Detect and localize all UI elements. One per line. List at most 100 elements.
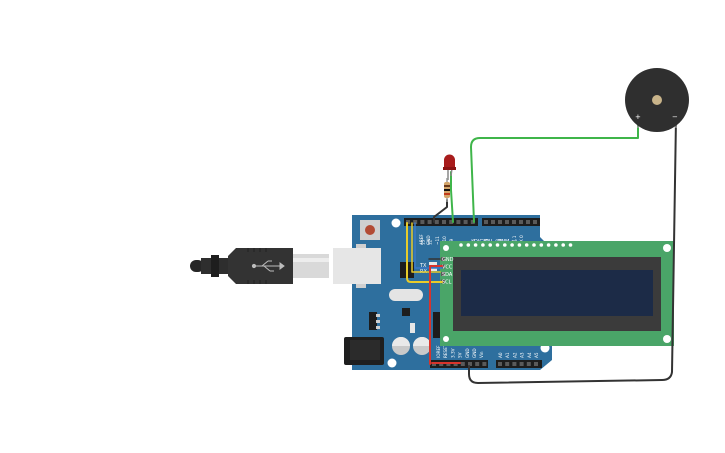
lcd-parallel-pin-9 xyxy=(524,243,529,247)
analog-pin-4[interactable] xyxy=(526,362,531,366)
wires[interactable] xyxy=(406,116,677,384)
wire-red-5v xyxy=(429,265,443,365)
lcd-parallel-pin-0 xyxy=(459,243,463,247)
power-pin-label-5: GND xyxy=(472,348,477,358)
analog-pin-label-1: A1 xyxy=(505,352,510,358)
usb-cable[interactable] xyxy=(190,248,329,284)
wire-green-buzzer xyxy=(470,116,639,223)
lcd-parallel-pin-10 xyxy=(532,243,536,247)
resistor[interactable] xyxy=(444,178,450,202)
analog-header-pins[interactable] xyxy=(498,362,538,366)
i2c-pin-label-1: VCC xyxy=(442,265,453,271)
analog-pin-3[interactable] xyxy=(519,362,524,366)
digital-pin-l-7[interactable] xyxy=(456,220,461,224)
usb-port xyxy=(333,248,381,284)
power-pin-label-2: 3.3V xyxy=(450,348,455,358)
lcd-parallel-pin-7 xyxy=(510,243,514,247)
analog-pin-label-2: A2 xyxy=(512,352,517,358)
i2c-pin-0[interactable] xyxy=(441,257,445,261)
usb-trident-icon xyxy=(251,260,285,272)
analog-pin-2[interactable] xyxy=(512,362,517,366)
power-pin-label-4: GND xyxy=(465,348,470,358)
wire-yellow-sda xyxy=(406,222,443,283)
analog-pin-label-0: A0 xyxy=(498,352,503,358)
power-pin-label-3: 5V xyxy=(458,352,463,358)
wire-black-resistor xyxy=(433,199,448,223)
capacitors xyxy=(392,337,431,355)
lcd-parallel-pin-14 xyxy=(561,243,565,247)
digital-pin-label-2: 13 xyxy=(420,239,425,245)
digital-header-pins[interactable] xyxy=(406,220,537,224)
lcd-parallel-pin-13 xyxy=(554,243,558,247)
digital-pin-l-9[interactable] xyxy=(470,220,475,224)
lcd-parallel-pin-5 xyxy=(495,243,500,247)
digital-header-left xyxy=(404,218,478,226)
lcd-parallel-pin-1 xyxy=(466,243,471,247)
analog-header xyxy=(496,360,542,368)
lcd-parallel-pin-11 xyxy=(539,243,544,247)
buzzer-plus-label: + xyxy=(635,113,641,121)
piezo-buzzer[interactable]: + − xyxy=(625,68,689,132)
digital-pin-r-1[interactable] xyxy=(491,220,495,224)
digital-pin-label-1: GND xyxy=(426,235,431,245)
digital-pin-l-1[interactable] xyxy=(413,220,418,224)
i2c-pin-label-0: GND xyxy=(442,257,454,263)
analog-pin-label-4: A4 xyxy=(527,352,532,358)
digital-pin-l-6[interactable] xyxy=(449,220,454,224)
reset-button[interactable] xyxy=(360,220,380,240)
digital-pin-l-2[interactable] xyxy=(420,220,425,224)
analog-pin-label-3: A3 xyxy=(520,352,525,358)
digital-pin-label-5: ~10 xyxy=(442,236,447,245)
power-pin-6[interactable] xyxy=(475,362,480,366)
digital-pin-r-5[interactable] xyxy=(519,220,523,224)
digital-pin-r-7[interactable] xyxy=(533,220,537,224)
power-pin-label-1: RESET xyxy=(443,344,448,358)
digital-pin-r-3[interactable] xyxy=(505,220,509,224)
i2c-pin-1[interactable] xyxy=(441,264,445,269)
digital-pin-label-4: ~11 xyxy=(435,236,440,245)
digital-pin-label-3: 12 xyxy=(428,239,433,245)
wire-green-led xyxy=(450,171,454,223)
digital-pin-r-6[interactable] xyxy=(526,220,530,224)
red-led[interactable] xyxy=(443,154,456,181)
i2c-pin-3[interactable] xyxy=(441,279,445,284)
wire-blue xyxy=(414,222,443,269)
lcd-screen xyxy=(461,270,653,316)
lcd-i2c-pins[interactable] xyxy=(441,257,445,284)
i2c-pin-label-2: SDA xyxy=(442,272,453,278)
digital-pin-l-3[interactable] xyxy=(427,220,432,224)
i2c-pin-2[interactable] xyxy=(441,272,445,276)
power-pin-7[interactable] xyxy=(482,362,487,366)
lcd-parallel-pin-6 xyxy=(503,243,507,247)
power-pin-5[interactable] xyxy=(468,362,472,366)
crystal xyxy=(389,289,423,301)
digital-pin-label-14: TX 1 xyxy=(512,235,517,246)
tx-label: TX xyxy=(419,263,427,269)
digital-pin-l-4[interactable] xyxy=(434,220,439,224)
digital-pin-l-0[interactable] xyxy=(406,220,410,224)
analog-pin-0[interactable] xyxy=(498,362,502,366)
lcd-parallel-pin-4 xyxy=(488,243,493,247)
wire-black-buzzer xyxy=(468,117,677,384)
analog-pin-label-5: A5 xyxy=(534,352,539,358)
digital-pin-r-0[interactable] xyxy=(484,220,488,224)
power-pin-label-0: IOREF xyxy=(436,345,441,358)
digital-pin-label-0: AREF xyxy=(419,234,424,245)
digital-pin-l-5[interactable] xyxy=(442,220,446,224)
analog-pin-5[interactable] xyxy=(534,362,538,366)
lcd-parallel-pin-3 xyxy=(481,243,485,247)
lcd-parallel-pin-15 xyxy=(568,243,573,247)
digital-pin-r-2[interactable] xyxy=(498,220,502,224)
digital-pin-label-15: RX 0 xyxy=(519,235,524,245)
power-jack xyxy=(344,337,384,365)
analog-pin-1[interactable] xyxy=(505,362,510,366)
digital-pin-r-4[interactable] xyxy=(512,220,516,224)
power-pin-label-6: Vin xyxy=(479,351,484,358)
digital-pin-l-8[interactable] xyxy=(463,220,468,224)
power-pin-4[interactable] xyxy=(460,362,465,366)
digital-header-right xyxy=(482,218,540,226)
